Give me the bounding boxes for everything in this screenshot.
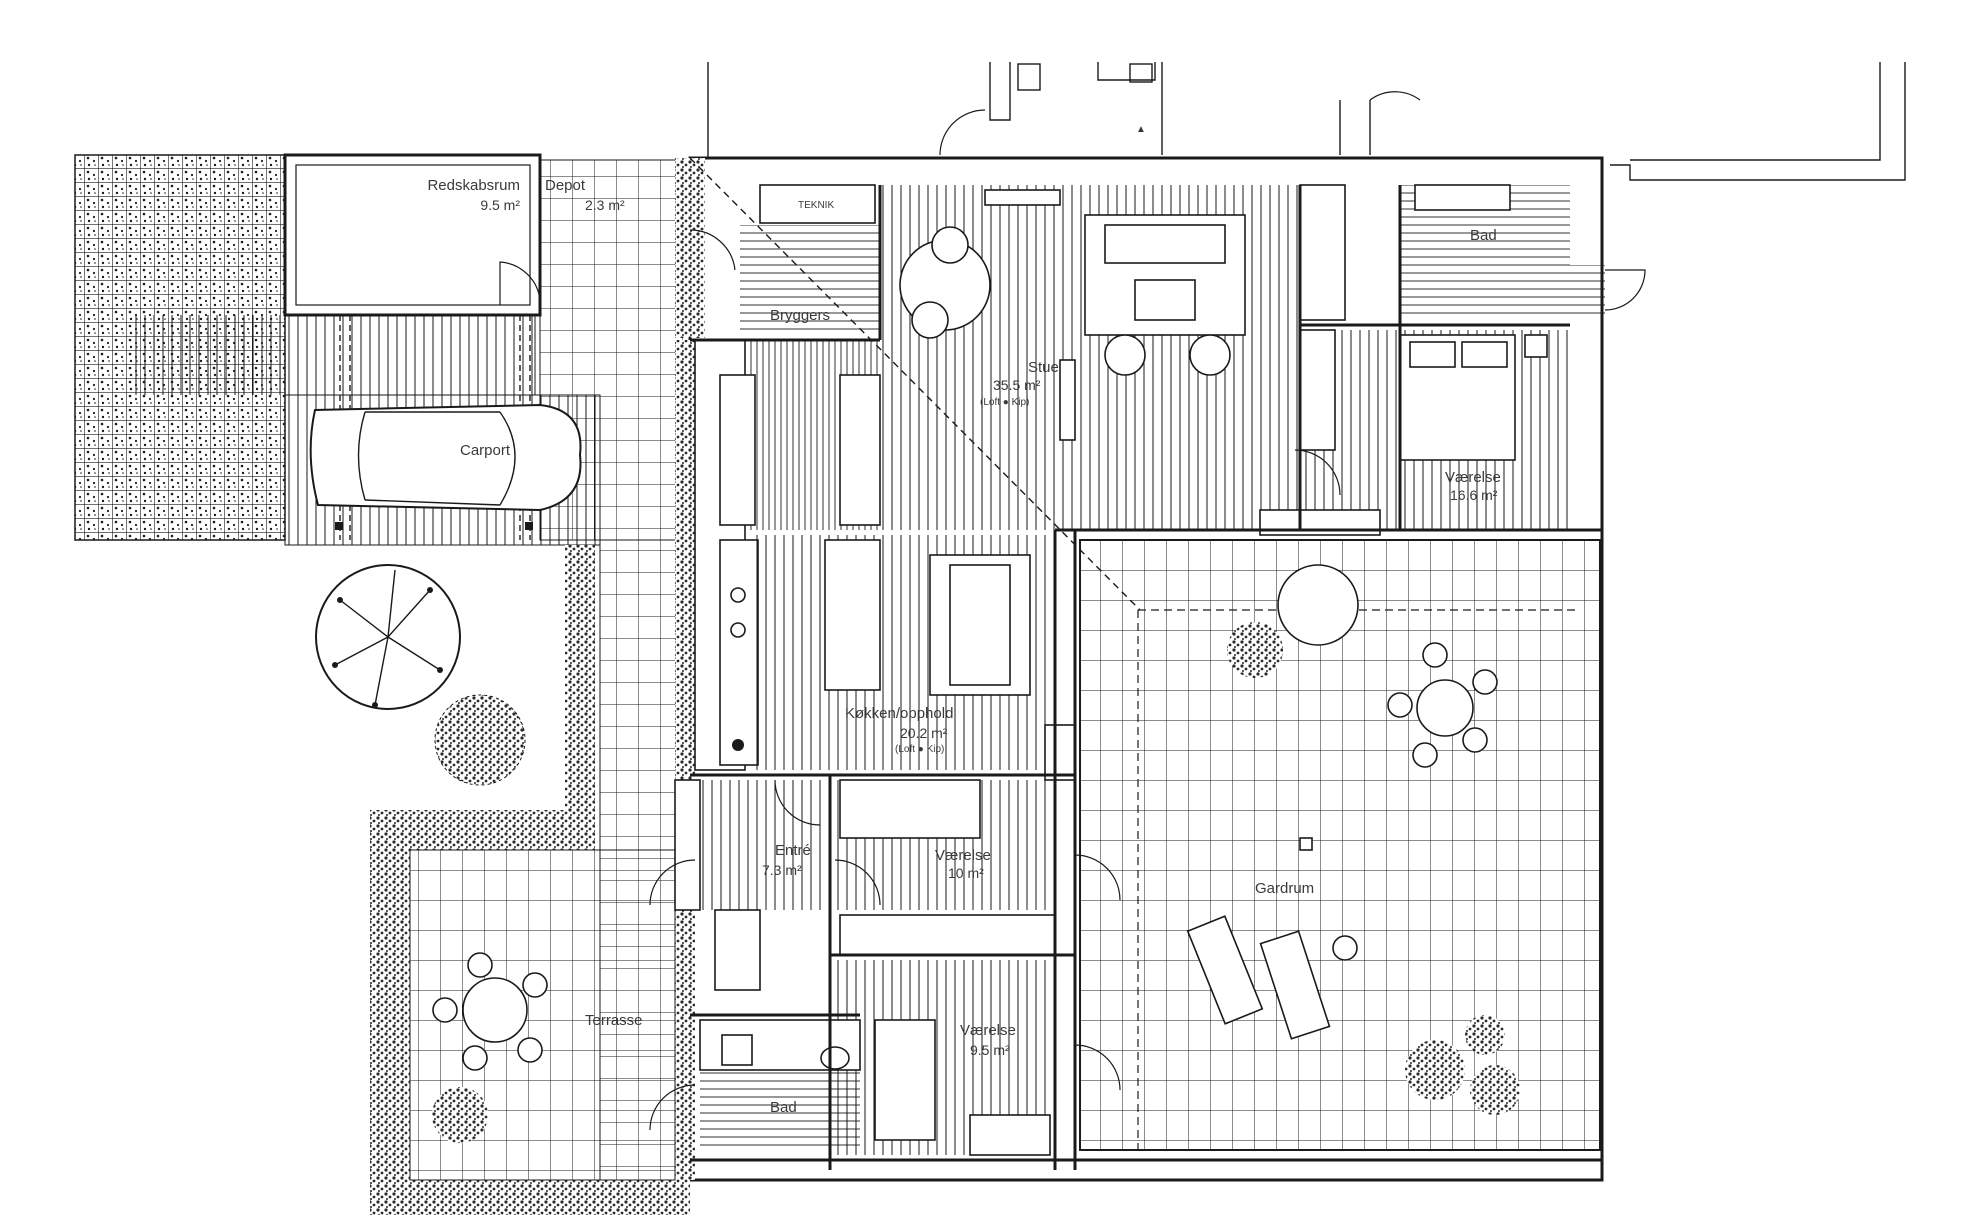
koekken-area: 20.2 m² [900, 725, 948, 741]
table-icon [432, 952, 548, 1071]
entre-label: Entré [775, 842, 811, 859]
shrub-icon [432, 1087, 488, 1143]
carport: Carport [309, 315, 582, 540]
depot-label: Depot [545, 177, 586, 194]
bad1-label: Bad [1470, 227, 1497, 244]
vaerelse1-room: Værelse 16.6 m² [1259, 329, 1570, 536]
round-table-icon [899, 226, 991, 339]
round-table-icon [1387, 642, 1498, 768]
bryggers-label: Bryggers [770, 307, 830, 324]
entre-room: Entré 7.3 m² [649, 779, 881, 911]
tree-icon [315, 564, 461, 710]
teknik-label: TEKNIK [798, 200, 834, 211]
dining-table-icon [929, 554, 1031, 696]
vaerelse1-label: Værelse [1445, 469, 1501, 486]
redskabsrum-room: Redskabsrum 9.5 m² Depot 2.3 m² [283, 153, 625, 317]
neighbour-building-outline: ▲ [707, 62, 1906, 181]
koekken-room: Køkken/opphold 20.2 m² (Loft ● Kip) [694, 339, 1076, 781]
vaerelse2-area: 10 m² [948, 865, 984, 881]
bad1-room: Bad [1299, 184, 1646, 321]
bad2-label: Bad [770, 1099, 797, 1116]
vaerelse3-label: Værelse [960, 1022, 1016, 1039]
stue-area: 35.5 m² [993, 377, 1041, 393]
vaerelse3-area: 9.5 m² [970, 1042, 1010, 1058]
teknik-room: TEKNIK [759, 184, 876, 224]
gardrum: Gardrum [1079, 539, 1601, 1151]
koekken-note: (Loft ● Kip) [895, 744, 944, 755]
koekken-label: Køkken/opphold [845, 705, 953, 722]
stue-label: Stue [1028, 359, 1059, 376]
stue-room: Stue 35.5 m² (Loft ● Kip) [880, 185, 1300, 530]
vaerelse2-room: Værelse 10 m² [830, 779, 1121, 956]
svg-text:▲: ▲ [1136, 124, 1146, 135]
bed-icon [1399, 334, 1516, 461]
vaerelse3-room: Værelse 9.5 m² [830, 960, 1121, 1156]
terrasse: Terrasse [409, 849, 676, 1181]
interior-walls [689, 157, 1602, 1170]
shrub-icon [1405, 1040, 1465, 1100]
gardrum-label: Gardrum [1255, 880, 1314, 897]
shrub-icon [1470, 1065, 1520, 1115]
depot-area: 2.3 m² [585, 197, 625, 213]
car-icon [309, 403, 582, 530]
tree-icon [1277, 564, 1359, 646]
stue-note: (Loft ● Kip) [980, 397, 1029, 408]
sunbed-icon [1186, 915, 1358, 1040]
bad2-room: Bad [649, 909, 861, 1150]
vaerelse1-area: 16.6 m² [1450, 487, 1498, 503]
vaerelse2-label: Værelse [935, 847, 991, 864]
terrasse-label: Terrasse [585, 1012, 643, 1029]
shrub-icon [1465, 1015, 1505, 1055]
shrub-icon [1227, 622, 1283, 678]
sofa-icon [1084, 214, 1246, 376]
hedge-borders [370, 158, 705, 1215]
entre-area: 7.3 m² [762, 862, 802, 878]
redskabsrum-label: Redskabsrum [427, 177, 520, 194]
shrub-icon [434, 694, 526, 786]
carport-label: Carport [460, 442, 511, 459]
redskabsrum-area: 9.5 m² [480, 197, 520, 213]
